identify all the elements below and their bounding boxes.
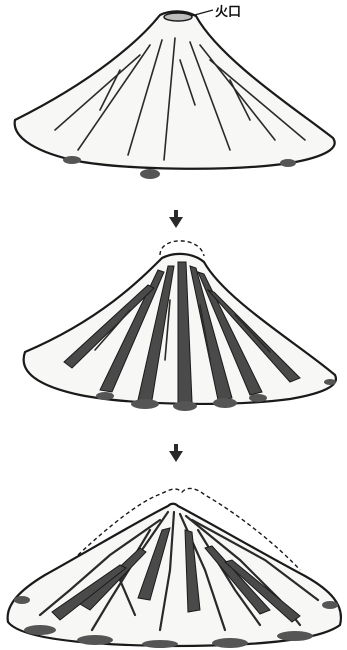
stage-dissected-volcano	[8, 488, 341, 648]
arrow-down-icon	[169, 210, 183, 228]
stage-eroding-volcano	[24, 241, 336, 411]
crater-leader-line	[191, 10, 213, 16]
dissected-volcano-outline	[8, 504, 341, 646]
stage-young-volcano: 火口	[15, 5, 335, 179]
crater-label: 火口	[215, 5, 241, 20]
arrow-down-icon	[169, 444, 183, 462]
young-volcano-outline	[15, 11, 335, 168]
crater-rim	[164, 13, 192, 21]
